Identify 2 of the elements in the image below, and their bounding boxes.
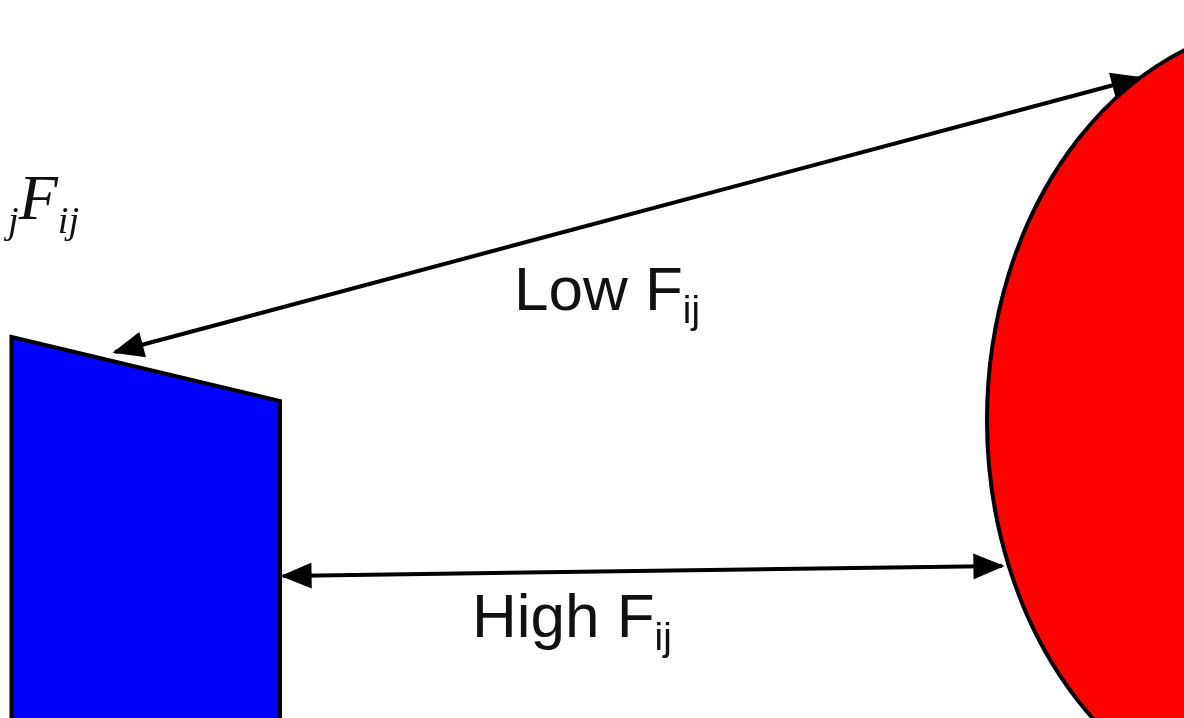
formula-label: $_{j}$F$_{ij}$ (0, 160, 86, 249)
surface-panel (10, 335, 282, 718)
